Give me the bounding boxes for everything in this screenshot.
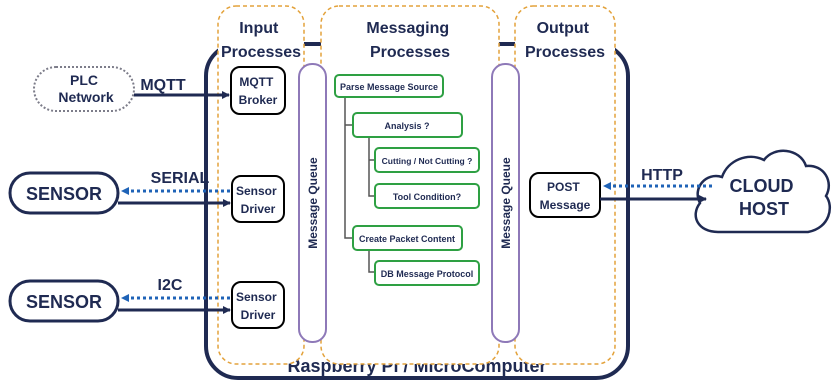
sensor-bottom-node <box>8 279 120 323</box>
message-queue-left <box>298 63 327 343</box>
parse-message-source-box <box>334 74 444 98</box>
sensor-driver-bottom-line-1: Sensor <box>236 290 277 304</box>
cloud-host-label: CLOUD HOST <box>729 176 798 219</box>
plc-network-label: PLC Network <box>58 72 113 105</box>
mqtt-protocol-label: MQTT <box>140 77 186 94</box>
cloud-label-line-2: HOST <box>739 199 789 219</box>
sensor-driver-bottom-box <box>231 281 285 329</box>
analysis-label: Analysis ? <box>384 121 429 131</box>
cutting-box <box>374 147 480 173</box>
tool-condition-label: Tool Condition? <box>393 192 461 202</box>
create-packet-content-label: Create Packet Content <box>359 234 455 244</box>
sensor-driver-top-box <box>231 175 285 223</box>
output-processes-heading: Output Processes <box>525 20 605 61</box>
sensor-top-label: SENSOR <box>26 184 102 204</box>
message-queue-right-label: Message Queue <box>499 157 513 249</box>
create-packet-content-box <box>352 225 463 251</box>
http-protocol-label: HTTP <box>641 167 683 184</box>
messaging-heading-line-2: Processes <box>370 44 450 61</box>
post-message-label: POST Message <box>540 180 591 212</box>
mqtt-broker-line-2: Broker <box>239 93 278 107</box>
i2c-protocol-label: I2C <box>158 277 183 294</box>
input-heading-line-1: Input <box>239 20 279 37</box>
tree-connectors <box>344 96 375 273</box>
output-heading-line-1: Output <box>537 20 590 37</box>
sensor-driver-top-line-1: Sensor <box>236 184 277 198</box>
sensor-driver-bottom-line-2: Driver <box>241 308 276 322</box>
tool-condition-box <box>374 183 480 209</box>
db-message-protocol-box <box>374 260 480 286</box>
sensor-driver-bottom-label: Sensor Driver <box>236 290 280 322</box>
post-message-line-1: POST <box>547 180 580 194</box>
plc-label-line-2: Network <box>58 89 113 105</box>
output-heading-line-2: Processes <box>525 44 605 61</box>
message-queue-left-label: Message Queue <box>306 157 320 249</box>
plc-network-node <box>33 66 135 112</box>
parse-message-source-label: Parse Message Source <box>340 82 438 92</box>
mqtt-broker-line-1: MQTT <box>239 75 274 89</box>
messaging-processes-heading: Messaging Processes <box>366 20 453 61</box>
plc-label-line-1: PLC <box>70 72 98 88</box>
sensor-top-node <box>8 171 120 215</box>
sensor-bottom-label: SENSOR <box>26 292 102 312</box>
sensor-driver-top-line-2: Driver <box>241 202 276 216</box>
post-message-box <box>529 172 601 218</box>
mqtt-broker-box <box>230 66 286 115</box>
db-message-protocol-label: DB Message Protocol <box>381 269 474 279</box>
mqtt-broker-label: MQTT Broker <box>239 75 278 107</box>
serial-protocol-label: SERIAL <box>151 170 210 187</box>
cutting-label: Cutting / Not Cutting ? <box>382 156 473 166</box>
input-heading-line-2: Processes <box>221 44 301 61</box>
post-message-line-2: Message <box>540 198 591 212</box>
messaging-heading-line-1: Messaging <box>366 20 449 37</box>
cloud-label-line-1: CLOUD <box>729 176 793 196</box>
sensor-driver-top-label: Sensor Driver <box>236 184 280 216</box>
input-processes-heading: Input Processes <box>221 20 301 61</box>
message-queue-right <box>491 63 520 343</box>
analysis-box <box>352 112 463 138</box>
